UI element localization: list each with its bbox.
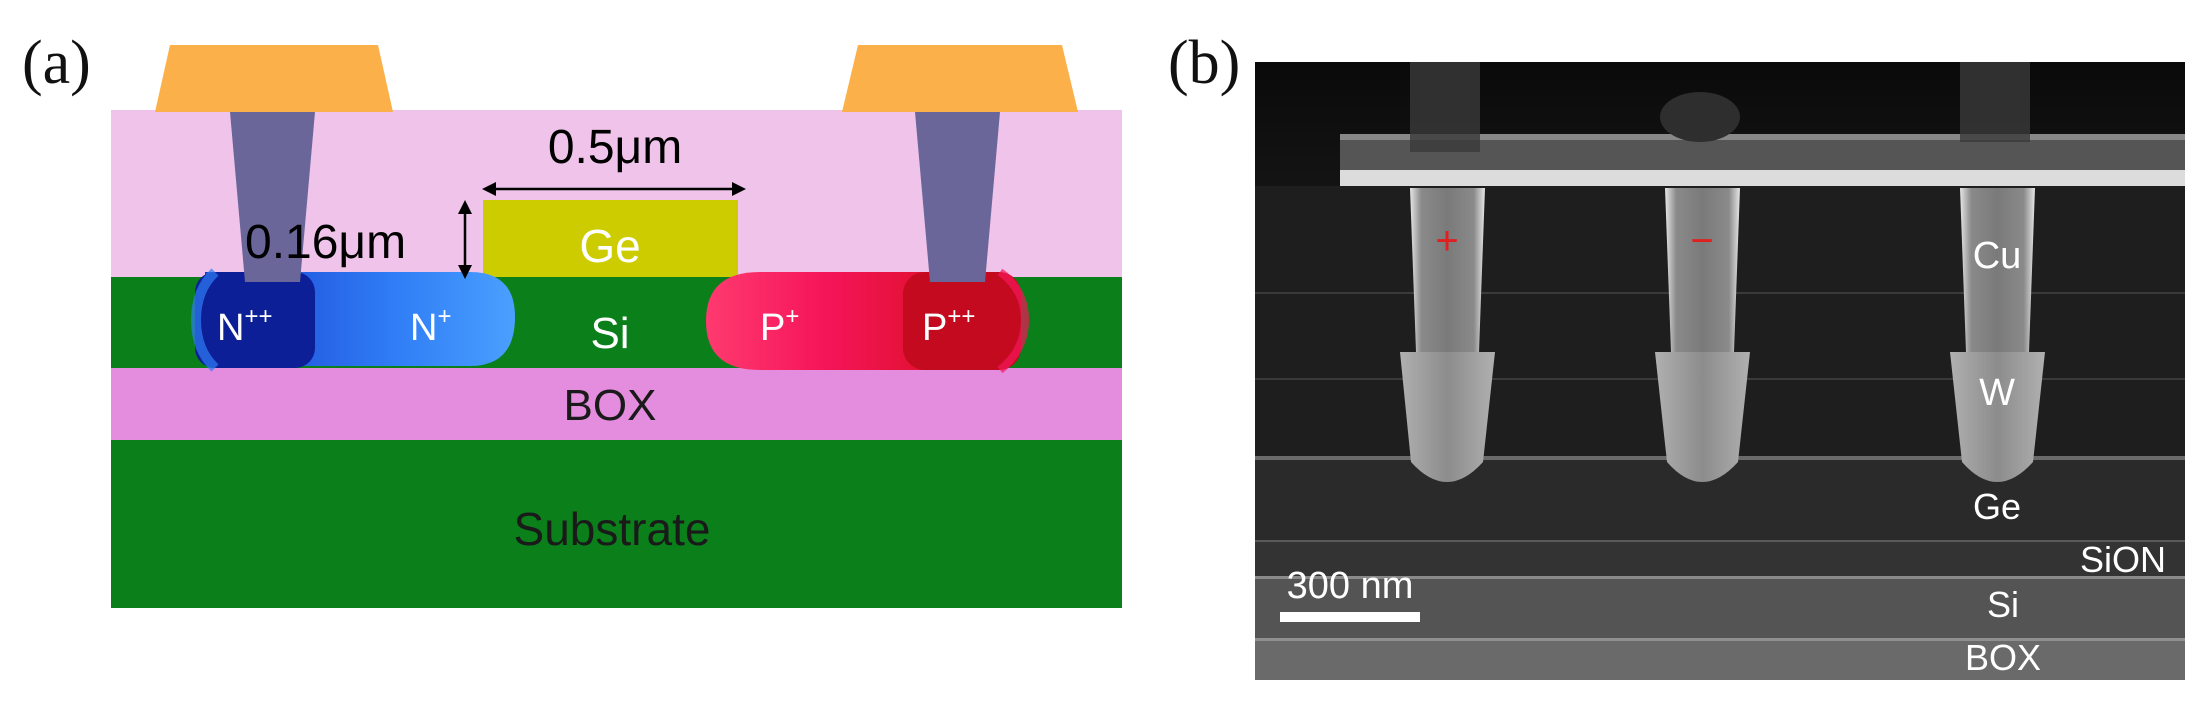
via-2-w: [1655, 352, 1750, 482]
substrate-layer: [111, 440, 1122, 608]
ge-label: Ge: [579, 220, 640, 272]
ge-label: Ge: [1973, 486, 2021, 527]
n-plus-label: N+: [410, 303, 451, 349]
n-plus-plus-region: [195, 272, 315, 368]
left-contact-pad: [155, 45, 393, 112]
box-label: BOX: [1965, 637, 2041, 678]
via-1-cu: [1410, 188, 1485, 352]
scale-bar: [1280, 612, 1420, 622]
panel-b-label: (b): [1168, 29, 1241, 97]
sem-micrograph: + − Cu W Ge SiON Si BOX 300 nm: [1255, 62, 2185, 680]
p-plus-plus-label: P++: [922, 303, 975, 349]
left-via: [230, 112, 315, 282]
plus-terminal-label: +: [1435, 219, 1458, 263]
ge-region: [483, 200, 738, 277]
si-label: Si: [1987, 584, 2019, 625]
via-3-w: [1950, 352, 2045, 482]
si-label: Si: [590, 309, 629, 358]
via-3-cu: [1960, 188, 2035, 352]
device-cross-section-diagram: 0.5μm 0.16μm Ge Si BOX Substrate N++ N+ …: [111, 45, 1122, 608]
p-plus-plus-region: [903, 272, 1021, 370]
w-label: W: [1979, 372, 2015, 414]
p-plus-region: [706, 272, 940, 370]
cu-label: Cu: [1973, 235, 2022, 277]
box-label: BOX: [564, 381, 657, 430]
substrate-label: Substrate: [514, 503, 711, 555]
width-dimension-label: 0.5μm: [548, 121, 682, 174]
n-plus-plus-label: N++: [217, 303, 272, 349]
sion-label: SiON: [2080, 539, 2166, 580]
via-2-cu: [1665, 188, 1740, 352]
right-contact-pad: [842, 45, 1078, 112]
right-via: [915, 112, 1000, 282]
panel-a-label: (a): [22, 29, 91, 97]
p-plus-label: P+: [760, 303, 799, 349]
via-1-w: [1400, 352, 1495, 482]
scale-bar-label: 300 nm: [1287, 565, 1414, 607]
si-layer: [1255, 578, 2185, 640]
height-dimension-label: 0.16μm: [245, 216, 406, 269]
box-layer: [1255, 641, 2185, 680]
bright-interface-line: [1340, 170, 2185, 186]
box-layer: [111, 368, 1122, 440]
minus-terminal-label: −: [1690, 219, 1713, 263]
